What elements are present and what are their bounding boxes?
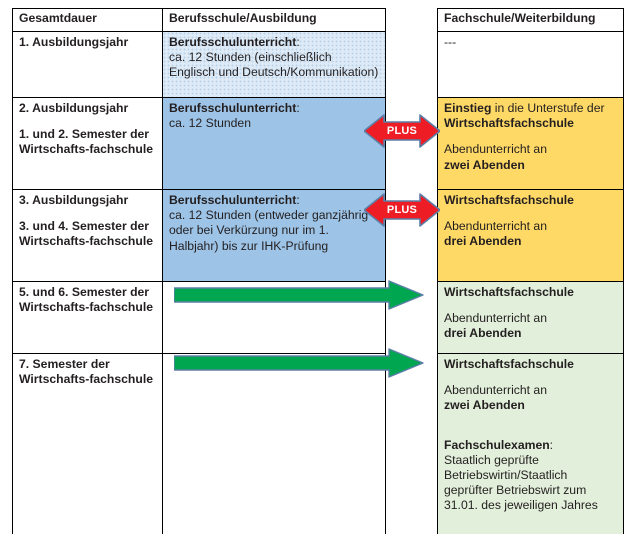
right-row-5-content: Wirtschaftsfachschule Abendunterricht an…: [437, 353, 624, 534]
right-row-4-body-label: Abendunterricht an: [444, 311, 547, 326]
right-row-1-dash: ---: [444, 35, 457, 49]
right-row-2-body-label: Abendunterricht an: [444, 142, 547, 157]
right-row-4-line2: Wirtschaftsfachschule: [444, 285, 574, 299]
row-2-content-body: ca. 12 Stunden: [169, 116, 251, 131]
right-row-2-body-bold: zwei Abenden: [444, 157, 525, 172]
row-1-content-body: ca. 12 Stunden (einschließlich Englisch …: [169, 50, 379, 80]
plus-double-arrow-1: PLUS: [364, 108, 440, 154]
row-2-content: Berufsschulunterricht: ca. 12 Stunden: [162, 97, 386, 190]
right-row-3-line2: Wirtschaftsfachschule: [444, 193, 574, 207]
green-right-arrow-1: [174, 280, 424, 310]
row-5-content: [162, 353, 386, 534]
plus-double-arrow-2: PLUS: [364, 187, 440, 233]
right-row-2-line1: Einstieg in die Unterstufe der: [444, 101, 618, 116]
right-row-5-body-label: Abendunterricht an: [444, 383, 547, 398]
row-1-content: Berufsschulunterricht: ca. 12 Stunden (e…: [162, 31, 386, 98]
header-gesamtdauer: Gesamtdauer: [12, 8, 163, 32]
right-row-5-body-bold: zwei Abenden: [444, 398, 525, 413]
right-row-2-line2: Wirtschaftsfachschule: [444, 116, 574, 131]
right-row-4-body-bold: drei Abenden: [444, 326, 522, 341]
row-3-title-colon: :: [296, 193, 300, 207]
right-arrow-icon: [174, 348, 424, 378]
right-row-2-line1-bold: Einstieg: [444, 101, 492, 115]
table-row: 2. Ausbildungsjahr 1. und 2. Semester de…: [12, 97, 386, 190]
right-row-2-content: Einstieg in die Unterstufe der Wirtschaf…: [437, 97, 624, 190]
table-header-row: Fachschule/Weiterbildung: [437, 8, 624, 32]
right-row-3-body-label: Abendunterricht an: [444, 219, 547, 234]
right-row-5-line2: Wirtschaftsfachschule: [444, 357, 574, 371]
table-row: Wirtschaftsfachschule Abendunterricht an…: [437, 353, 624, 534]
right-table: Fachschule/Weiterbildung --- Einstieg in…: [437, 8, 624, 534]
row-3-content-title: Berufsschulunterricht:: [169, 193, 380, 208]
row-3-duration-extra: 3. und 4. Semester der Wirtschafts-fachs…: [19, 219, 153, 249]
right-row-5-extra-body: Staatlich geprüfte Betriebswirtin/Staatl…: [444, 452, 598, 513]
row-3-content-body: ca. 12 Stunden (entweder ganzjährig oder…: [169, 208, 369, 253]
row-1-title-text: Berufsschulunterricht: [169, 35, 297, 49]
right-row-4-content: Wirtschaftsfachschule Abendunterricht an…: [437, 281, 624, 354]
double-arrow-icon: [364, 114, 440, 148]
row-3-duration: 3. Ausbildungsjahr 3. und 4. Semester de…: [12, 189, 163, 282]
table-row: Einstieg in die Unterstufe der Wirtschaf…: [437, 97, 624, 190]
green-right-arrow-2: [174, 348, 424, 378]
right-row-1-content: ---: [437, 31, 624, 98]
right-row-3-content: Wirtschaftsfachschule Abendunterricht an…: [437, 189, 624, 282]
table-row: Wirtschaftsfachschule Abendunterricht an…: [437, 281, 624, 354]
row-1-content-title: Berufsschulunterricht:: [169, 35, 380, 50]
double-arrow-icon: [364, 193, 440, 227]
right-row-5-extra-title-colon: :: [549, 437, 554, 452]
right-row-3-body-bold: drei Abenden: [444, 234, 522, 249]
header-fachschule: Fachschule/Weiterbildung: [437, 8, 624, 32]
row-2-content-title: Berufsschulunterricht:: [169, 101, 380, 116]
right-arrow-icon: [174, 280, 424, 310]
row-3-title-text: Berufsschulunterricht: [169, 193, 297, 207]
row-3-content: Berufsschulunterricht: ca. 12 Stunden (e…: [162, 189, 386, 282]
row-2-duration: 2. Ausbildungsjahr 1. und 2. Semester de…: [12, 97, 163, 190]
right-row-2-line1-rest: in die Unterstufe der: [491, 101, 605, 115]
row-3-duration-label: 3. Ausbildungsjahr: [19, 193, 129, 207]
row-2-duration-label: 2. Ausbildungsjahr: [19, 101, 129, 115]
row-1-duration-label: 1. Ausbildungsjahr: [19, 35, 129, 49]
row-2-title-colon: :: [296, 101, 300, 115]
table-row: 1. Ausbildungsjahr Berufsschulunterricht…: [12, 31, 386, 98]
table-row: ---: [437, 31, 624, 98]
row-5-duration-label: 7. Semester der Wirtschafts-fachschule: [19, 357, 153, 387]
row-1-duration: 1. Ausbildungsjahr: [12, 31, 163, 98]
row-4-duration: 5. und 6. Semester der Wirtschafts-fachs…: [12, 281, 163, 354]
right-row-5-extra-title-bold: Fachschulexamen: [444, 437, 550, 452]
row-1-title-colon: :: [296, 35, 300, 49]
row-5-duration: 7. Semester der Wirtschafts-fachschule: [12, 353, 163, 534]
row-2-duration-extra: 1. und 2. Semester der Wirtschafts-fachs…: [19, 127, 153, 157]
row-4-duration-label: 5. und 6. Semester der Wirtschafts-fachs…: [19, 285, 153, 315]
left-table: Gesamtdauer Berufsschule/Ausbildung 1. A…: [12, 8, 386, 534]
table-header-row: Gesamtdauer Berufsschule/Ausbildung: [12, 8, 386, 32]
header-berufsschule: Berufsschule/Ausbildung: [162, 8, 386, 32]
table-row: 7. Semester der Wirtschafts-fachschule: [12, 353, 386, 534]
table-row: 3. Ausbildungsjahr 3. und 4. Semester de…: [12, 189, 386, 282]
right-row-5-extra-title: Fachschulexamen:: [444, 438, 618, 453]
row-2-title-text: Berufsschulunterricht: [169, 101, 297, 115]
table-row: Wirtschaftsfachschule Abendunterricht an…: [437, 189, 624, 282]
